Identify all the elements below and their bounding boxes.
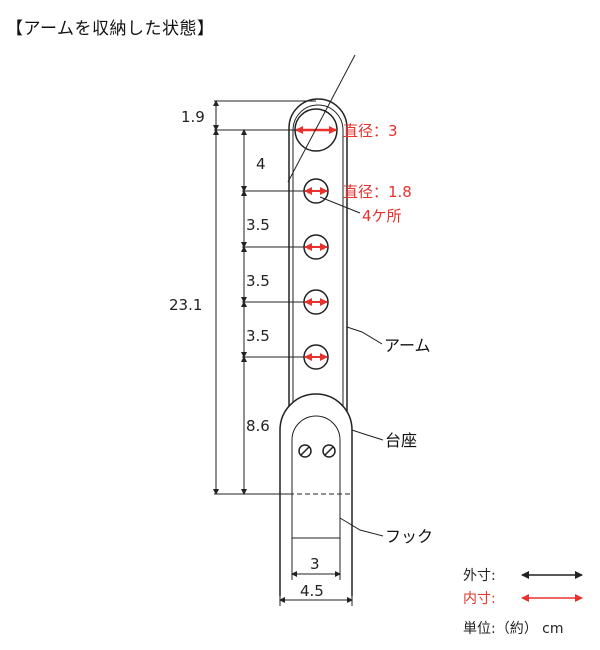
- small-hole: [303, 344, 329, 370]
- small-hole: [303, 289, 329, 315]
- small-hole-diameter-label: 直径：1.8: [343, 183, 412, 201]
- width-dimension-lines: [279, 538, 353, 606]
- hook-label: フック: [385, 527, 433, 546]
- dim-top-gap: 1.9: [181, 108, 205, 126]
- small-hole: [303, 234, 329, 260]
- dim-spacing-2: 3.5: [246, 272, 270, 290]
- arm-body: [288, 98, 348, 494]
- diagram-title: 【アームを収納した状態】: [6, 19, 215, 39]
- small-hole-count-label: 4ケ所: [362, 207, 402, 225]
- dimension-lines: [213, 100, 316, 495]
- dim-spacing-3: 3.5: [246, 327, 270, 345]
- dim-spacing-1: 3.5: [246, 216, 270, 234]
- base-label: 台座: [385, 431, 417, 450]
- dim-first-gap: 4: [256, 155, 266, 173]
- diameter-leader-line: [287, 54, 356, 183]
- dim-total-height: 23.1: [169, 296, 202, 314]
- screw-icon: [322, 444, 336, 458]
- screw-icon: [298, 444, 312, 458]
- dim-outer-width: 4.5: [300, 582, 324, 600]
- dim-inner-width: 3: [310, 555, 320, 573]
- legend-unit-label: 単位:（約） cm: [463, 621, 564, 637]
- hook: [279, 494, 353, 596]
- leader-lines: [319, 196, 384, 537]
- large-hole: [294, 108, 338, 152]
- legend-outer-label: 外寸:: [463, 568, 496, 584]
- arm-label: アーム: [384, 336, 431, 355]
- dim-bottom-gap: 8.6: [246, 417, 270, 435]
- legend-inner-label: 内寸:: [463, 591, 496, 607]
- large-hole-diameter-label: 直径：3: [343, 122, 398, 140]
- base: [279, 393, 353, 495]
- small-hole: [303, 178, 329, 204]
